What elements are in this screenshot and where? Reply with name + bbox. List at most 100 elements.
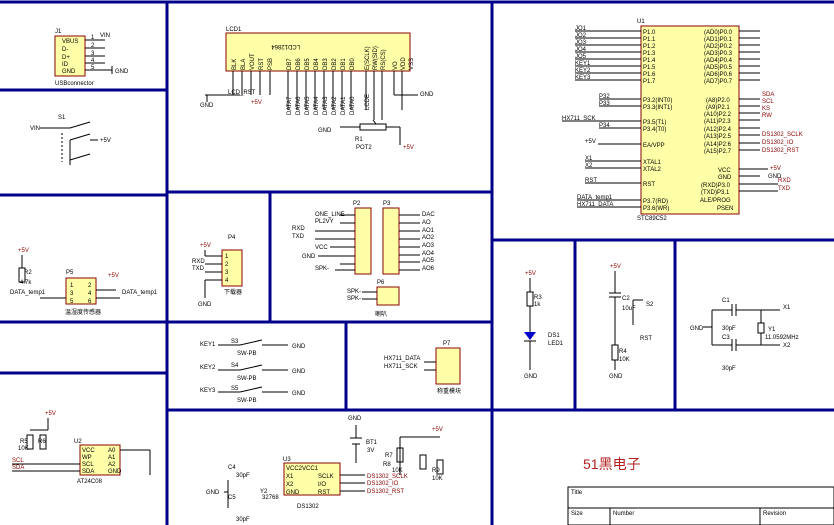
p7-ref: P7	[443, 341, 451, 347]
svg-text:C4: C4	[228, 465, 236, 471]
svg-text:DATA7: DATA7	[287, 96, 293, 115]
p5-body	[65, 277, 97, 305]
svg-text:JO4: JO4	[575, 47, 587, 53]
svg-text:1: 1	[70, 283, 74, 289]
svg-text:DB2: DB2	[332, 58, 338, 70]
svg-text:(AD1)P0.1: (AD1)P0.1	[704, 37, 733, 43]
svg-text:(AD6)P0.6: (AD6)P0.6	[704, 72, 733, 78]
power-switch-s1: S1 VIN +5V	[30, 115, 111, 165]
svg-text:R3: R3	[534, 295, 542, 301]
svg-text:GND: GND	[206, 490, 220, 496]
svg-text:(TXD)P3.1: (TXD)P3.1	[701, 190, 730, 196]
lcd-pot-name: POT2	[356, 145, 372, 151]
s1-vcc: +5V	[100, 138, 111, 144]
svg-text:10K: 10K	[392, 468, 403, 474]
svg-text:P1.0: P1.0	[643, 30, 656, 36]
svg-text:GND: GND	[286, 490, 300, 496]
svg-text:4: 4	[88, 291, 92, 297]
svg-text:DB6: DB6	[296, 58, 302, 70]
svg-text:GND: GND	[292, 369, 306, 375]
svg-text:(A14)P2.6: (A14)P2.6	[704, 142, 732, 148]
svg-text:XTAL2: XTAL2	[643, 167, 662, 173]
svg-text:DS1: DS1	[548, 333, 560, 339]
svg-text:C1: C1	[722, 298, 730, 304]
p5-vcc2: +5V	[108, 273, 119, 279]
eeprom-body	[79, 444, 121, 476]
watermark: 51黑电子	[583, 456, 641, 472]
svg-text:P1.6: P1.6	[643, 72, 656, 78]
s1-vin: VIN	[30, 126, 40, 132]
svg-text:RST: RST	[259, 58, 265, 70]
svg-text:SPK-: SPK-	[315, 266, 329, 272]
svg-text:RST: RST	[318, 490, 330, 496]
svg-text:(AD4)P0.4: (AD4)P0.4	[704, 58, 733, 64]
lcd-pot-vcc: +5V	[403, 145, 414, 151]
title-label: Title	[571, 490, 583, 496]
title-block: Title Size Number Revision	[567, 486, 834, 525]
svg-text:(A11)P2.3: (A11)P2.3	[704, 119, 731, 125]
lcd-body	[225, 32, 411, 72]
svg-text:EA/VPP: EA/VPP	[643, 143, 665, 149]
svg-text:5: 5	[70, 299, 74, 305]
mcu-right-wires	[739, 30, 778, 192]
lcd-ref: LCD1	[226, 27, 242, 33]
svg-text:30pF: 30pF	[236, 473, 250, 479]
mcu-name: STC89C52	[637, 216, 667, 222]
mcu-u1: U1 P1.0 P1.1 P1.2 P1.3 P1.4 P1.5 P1.6 P1…	[562, 19, 803, 222]
svg-text:DATA6: DATA6	[296, 96, 302, 115]
eeprom-ref: U2	[74, 439, 82, 445]
p5-r2: R2	[24, 270, 32, 276]
svg-text:A2: A2	[108, 462, 116, 468]
svg-text:P3.2(INT0): P3.2(INT0)	[643, 98, 672, 104]
svg-text:+5V: +5V	[610, 264, 621, 270]
p3-ref: P3	[383, 201, 391, 207]
p4-gnd: GND	[198, 302, 212, 308]
svg-text:DS1302_IO: DS1302_IO	[762, 140, 794, 146]
svg-text:C3: C3	[722, 335, 730, 341]
p6-ref: P6	[377, 280, 385, 286]
p3-name: DAC	[422, 212, 435, 218]
svg-text:VCC2: VCC2	[286, 466, 303, 472]
mcu-left-pins: P1.0 P1.1 P1.2 P1.3 P1.4 P1.5 P1.6 P1.7 …	[643, 30, 672, 212]
svg-text:E(SCLK): E(SCLK)	[365, 46, 371, 70]
svg-text:2: 2	[88, 283, 92, 289]
svg-text:TXD: TXD	[778, 186, 791, 192]
svg-text:X2: X2	[585, 163, 593, 169]
j1-num-1: 1	[91, 35, 95, 41]
p4-name: 下载器	[224, 288, 242, 296]
svg-text:VCC: VCC	[315, 245, 328, 251]
eeprom-name: AT24C08	[77, 479, 103, 485]
svg-text:WP: WP	[82, 455, 92, 461]
svg-text:AO1: AO1	[422, 228, 435, 234]
svg-text:AO3: AO3	[422, 243, 435, 249]
svg-text:DATA2: DATA2	[332, 96, 338, 115]
svg-text:DS1302_IO: DS1302_IO	[367, 481, 399, 487]
reset-circuit: +5V C2 10uF S2 RST R4 10K GND	[609, 264, 654, 380]
p7-name: 称重模块	[437, 387, 461, 395]
svg-text:VOUT: VOUT	[250, 53, 256, 70]
svg-text:JO1: JO1	[575, 26, 587, 32]
size-label: Size	[571, 511, 583, 517]
svg-text:(A13)P2.5: (A13)P2.5	[704, 134, 732, 140]
svg-text:R7: R7	[385, 453, 393, 459]
p5-data2: DATA_temp1	[122, 290, 158, 296]
svg-text:6: 6	[88, 299, 92, 305]
rtc-ref: U3	[283, 457, 291, 463]
svg-text:SPK-: SPK-	[347, 296, 361, 302]
svg-text:P32: P32	[599, 94, 610, 100]
p5-name: 温湿度传感器	[65, 308, 101, 316]
j1-num-2: 2	[91, 43, 95, 49]
svg-text:DB4: DB4	[314, 58, 320, 70]
svg-text:RW(SID): RW(SID)	[373, 46, 379, 70]
svg-text:DS1302_SCLK: DS1302_SCLK	[762, 132, 803, 138]
lcd-pot-gnd: GND	[318, 128, 332, 134]
lcd-gnd: GND	[200, 103, 214, 109]
svg-text:DB3: DB3	[323, 58, 329, 70]
svg-text:SW-PB: SW-PB	[237, 376, 257, 382]
svg-text:+5V: +5V	[432, 427, 443, 433]
eeprom-u2: +5V R5 10K R6 U2 VCC WP SCL SDA A0 A1 A2…	[12, 411, 151, 485]
lcd-pin-lines	[232, 71, 403, 120]
svg-text:HX711_DATA: HX711_DATA	[577, 202, 613, 208]
p5-ref: P5	[66, 270, 74, 276]
